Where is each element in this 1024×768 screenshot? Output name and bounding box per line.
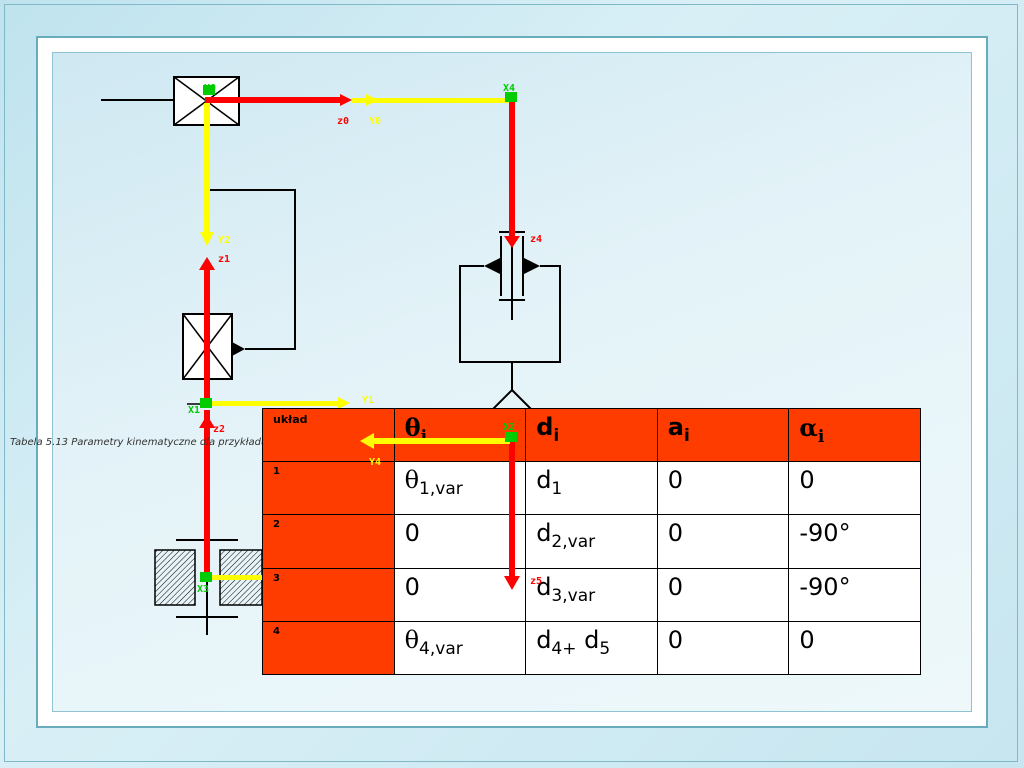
cell-d-2: d2,var bbox=[525, 514, 658, 569]
row-id-2: 2 bbox=[262, 514, 395, 569]
cell-a-4: 0 bbox=[656, 620, 790, 676]
label-x1: X1 bbox=[188, 405, 200, 416]
label-z2: z2 bbox=[213, 424, 225, 435]
header-alpha: αi bbox=[788, 408, 921, 462]
label-y0: Y0 bbox=[369, 116, 381, 127]
label-y1: Y1 bbox=[362, 395, 374, 406]
cell-theta-3: 0 bbox=[393, 567, 527, 622]
cell-a-3: 0 bbox=[656, 567, 790, 622]
label-x3: X3 bbox=[197, 584, 209, 595]
label-x-right: X4 bbox=[503, 83, 515, 94]
header-theta: θi bbox=[393, 408, 527, 462]
cell-alpha-2: -90° bbox=[788, 514, 921, 569]
table-header-row: układ θi di ai αi bbox=[262, 408, 921, 462]
row-id-3: 3 bbox=[262, 567, 395, 622]
cell-a-1: 0 bbox=[656, 460, 790, 516]
row-id-4: 4 bbox=[262, 620, 395, 676]
frame-0 bbox=[200, 85, 513, 246]
header-a: ai bbox=[656, 408, 790, 462]
frame-right bbox=[504, 92, 520, 248]
cell-d-1: d1 bbox=[525, 460, 658, 516]
table-row: 4 θ4,var d4+ d5 0 0 bbox=[262, 620, 921, 676]
label-y2: Y2 bbox=[218, 235, 230, 246]
label-z-right: z4 bbox=[530, 234, 542, 245]
header-uklad: układ bbox=[262, 408, 395, 462]
link-1-arrowhead bbox=[232, 342, 245, 356]
y0-axis bbox=[352, 98, 510, 103]
cell-theta-2: 0 bbox=[393, 514, 527, 569]
cell-d-3: d3,var bbox=[525, 567, 658, 622]
cell-alpha-1: 0 bbox=[788, 460, 921, 516]
label-z1: z1 bbox=[218, 254, 230, 265]
cell-a-2: 0 bbox=[656, 514, 790, 569]
label-z0: z0 bbox=[337, 116, 349, 127]
table-row: 2 0 d2,var 0 -90° bbox=[262, 514, 921, 569]
table-caption: Tabela 5.13 Parametry kinematyczne dla p… bbox=[10, 437, 300, 448]
outer-frame bbox=[4, 4, 1018, 762]
cell-theta-4: θ4,var bbox=[393, 620, 527, 676]
frame-1 bbox=[199, 257, 350, 575]
cell-alpha-4: 0 bbox=[788, 620, 921, 676]
label-x0: X0 bbox=[204, 83, 216, 94]
cell-alpha-3: -90° bbox=[788, 567, 921, 622]
table-row: 3 0 d3,var 0 -90° bbox=[262, 567, 921, 622]
kinematic-parameters-table: układ θi di ai αi 1 θ1,var d1 0 0 2 0 d2… bbox=[262, 408, 921, 676]
cell-d-4: d4+ d5 bbox=[525, 620, 658, 676]
table-row: 1 θ1,var d1 0 0 bbox=[262, 460, 921, 516]
cell-theta-1: θ1,var bbox=[393, 460, 527, 516]
row-id-1: 1 bbox=[262, 460, 395, 516]
header-d: di bbox=[525, 408, 658, 462]
